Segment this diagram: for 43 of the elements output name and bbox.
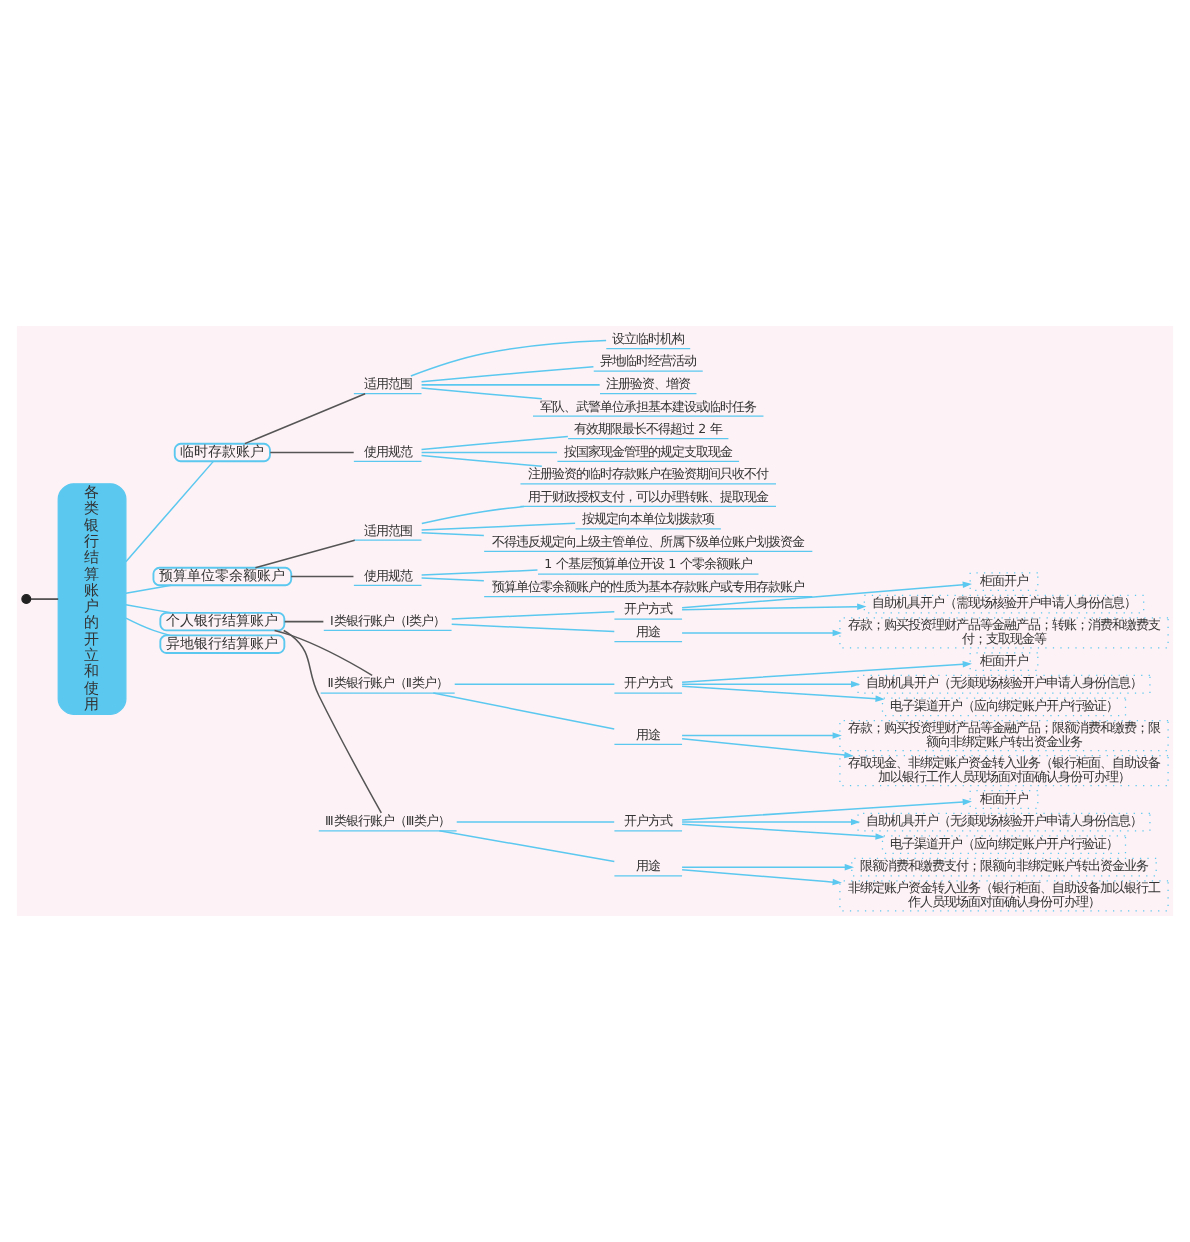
connector: [438, 830, 616, 863]
connector: [420, 435, 569, 451]
connector: [421, 505, 525, 525]
arrow: [681, 798, 972, 821]
arrow: [681, 661, 972, 683]
connector: [282, 629, 383, 814]
connector: [273, 629, 373, 677]
connector: [420, 366, 595, 383]
connector: [432, 692, 615, 730]
connector: [269, 451, 355, 454]
connector: [125, 604, 172, 614]
connector: [420, 384, 601, 386]
arrow: [681, 581, 972, 609]
arrow: [681, 732, 842, 739]
arrow: [681, 685, 885, 702]
connector: [420, 451, 558, 454]
connector: [420, 387, 543, 400]
connector: [125, 584, 172, 595]
connector: [456, 821, 615, 823]
connector: [290, 575, 355, 578]
connector: [410, 339, 607, 377]
connector: [244, 392, 366, 445]
node-circle: [21, 594, 32, 605]
connector: [454, 683, 616, 685]
connector: [254, 539, 356, 569]
arrow: [681, 629, 842, 637]
arrow: [681, 818, 861, 826]
arrow: [681, 823, 885, 840]
arrow: [681, 681, 861, 688]
connector: [283, 620, 325, 623]
arrow: [681, 863, 854, 871]
connector: [420, 522, 576, 531]
arrow: [681, 603, 867, 611]
connector: [125, 460, 214, 563]
connector: [30, 598, 59, 600]
arrow: [681, 738, 854, 759]
connector: [125, 617, 171, 637]
connector: [420, 577, 485, 582]
connector: [451, 623, 616, 633]
connector: [420, 454, 543, 468]
connector: [420, 532, 485, 537]
arrow: [681, 869, 842, 886]
connector: [451, 611, 616, 620]
